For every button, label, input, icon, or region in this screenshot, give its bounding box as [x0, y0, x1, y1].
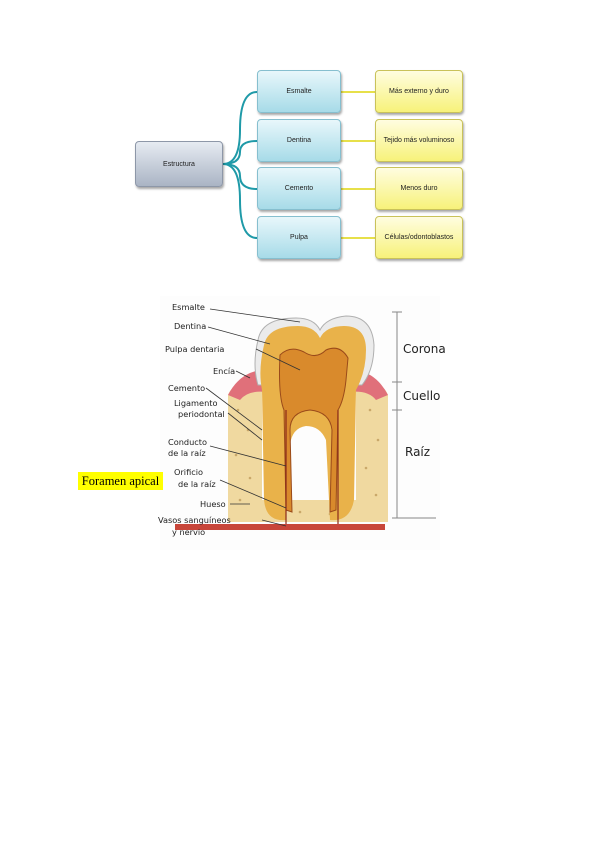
desc-label: Células/odontoblastos: [384, 234, 454, 241]
label-ligamento-2: periodontal: [178, 409, 225, 419]
zone-raiz: Raíz: [405, 445, 431, 459]
leader-orificio: [219, 479, 287, 509]
desc-dentina: Tejido más voluminoso: [375, 119, 463, 162]
leader-esmalte: [209, 308, 301, 323]
node-label: Esmalte: [286, 88, 312, 95]
node-cemento: Cemento: [257, 167, 341, 210]
node-label: Dentina: [286, 137, 312, 144]
node-label: Cemento: [284, 185, 314, 192]
vessel-band: [175, 524, 385, 530]
label-orificio-1: Orificio: [174, 467, 204, 477]
zone-corona: Corona: [403, 342, 446, 356]
leader-ligamento: [227, 412, 263, 441]
label-cemento: Cemento: [168, 383, 206, 393]
label-vasos-2: y nervio: [172, 527, 206, 537]
leader-vasos: [261, 519, 287, 527]
root-node-label: Estructura: [163, 160, 195, 168]
desc-label: Tejido más voluminoso: [383, 137, 455, 144]
node-label: Pulpa: [290, 234, 308, 241]
root-node: Estructura: [135, 141, 223, 187]
connector-cemento: [222, 163, 258, 190]
leader-encia: [235, 370, 251, 379]
bone-shape-right: [356, 384, 388, 520]
desc-cemento: Menos duro: [375, 167, 463, 210]
desc-label: Más externo y duro: [389, 88, 449, 95]
label-conducto-2: de la raíz: [168, 448, 206, 458]
pulp-shape: [279, 347, 349, 513]
desc-esmalte: Más externo y duro: [375, 70, 463, 113]
node-pulpa: Pulpa: [257, 216, 341, 259]
bone-shape: [228, 384, 262, 520]
label-ligamento-1: Ligamento: [174, 398, 218, 408]
label-pulpa-dentaria: Pulpa dentaria: [165, 344, 225, 354]
leader-cemento: [205, 387, 263, 431]
label-conducto-1: Conducto: [168, 437, 208, 447]
connector-pulpa: [222, 163, 258, 239]
connector-esmalte: [222, 91, 258, 165]
desc-label: Menos duro: [400, 185, 438, 192]
label-orificio-2: de la raíz: [178, 479, 216, 489]
bone-base: [228, 500, 388, 522]
label-dentina: Dentina: [174, 321, 207, 331]
foramen-apical-highlight: Foramen apical: [78, 472, 163, 490]
label-encia: Encía: [213, 366, 236, 376]
desc-pulpa: Células/odontoblastos: [375, 216, 463, 259]
foramen-apical-label: Foramen apical: [81, 473, 160, 488]
label-vasos-1: Vasos sanguíneos: [158, 515, 231, 525]
zone-cuello: Cuello: [403, 389, 441, 403]
leader-pulpa: [255, 348, 301, 371]
node-dentina: Dentina: [257, 119, 341, 162]
leader-dentina: [207, 326, 271, 345]
label-esmalte: Esmalte: [172, 302, 205, 312]
leader-conducto: [209, 445, 287, 467]
node-esmalte: Esmalte: [257, 70, 341, 113]
concept-map-connectors: [222, 91, 375, 239]
connector-dentina: [222, 140, 258, 165]
label-hueso: Hueso: [200, 499, 226, 509]
